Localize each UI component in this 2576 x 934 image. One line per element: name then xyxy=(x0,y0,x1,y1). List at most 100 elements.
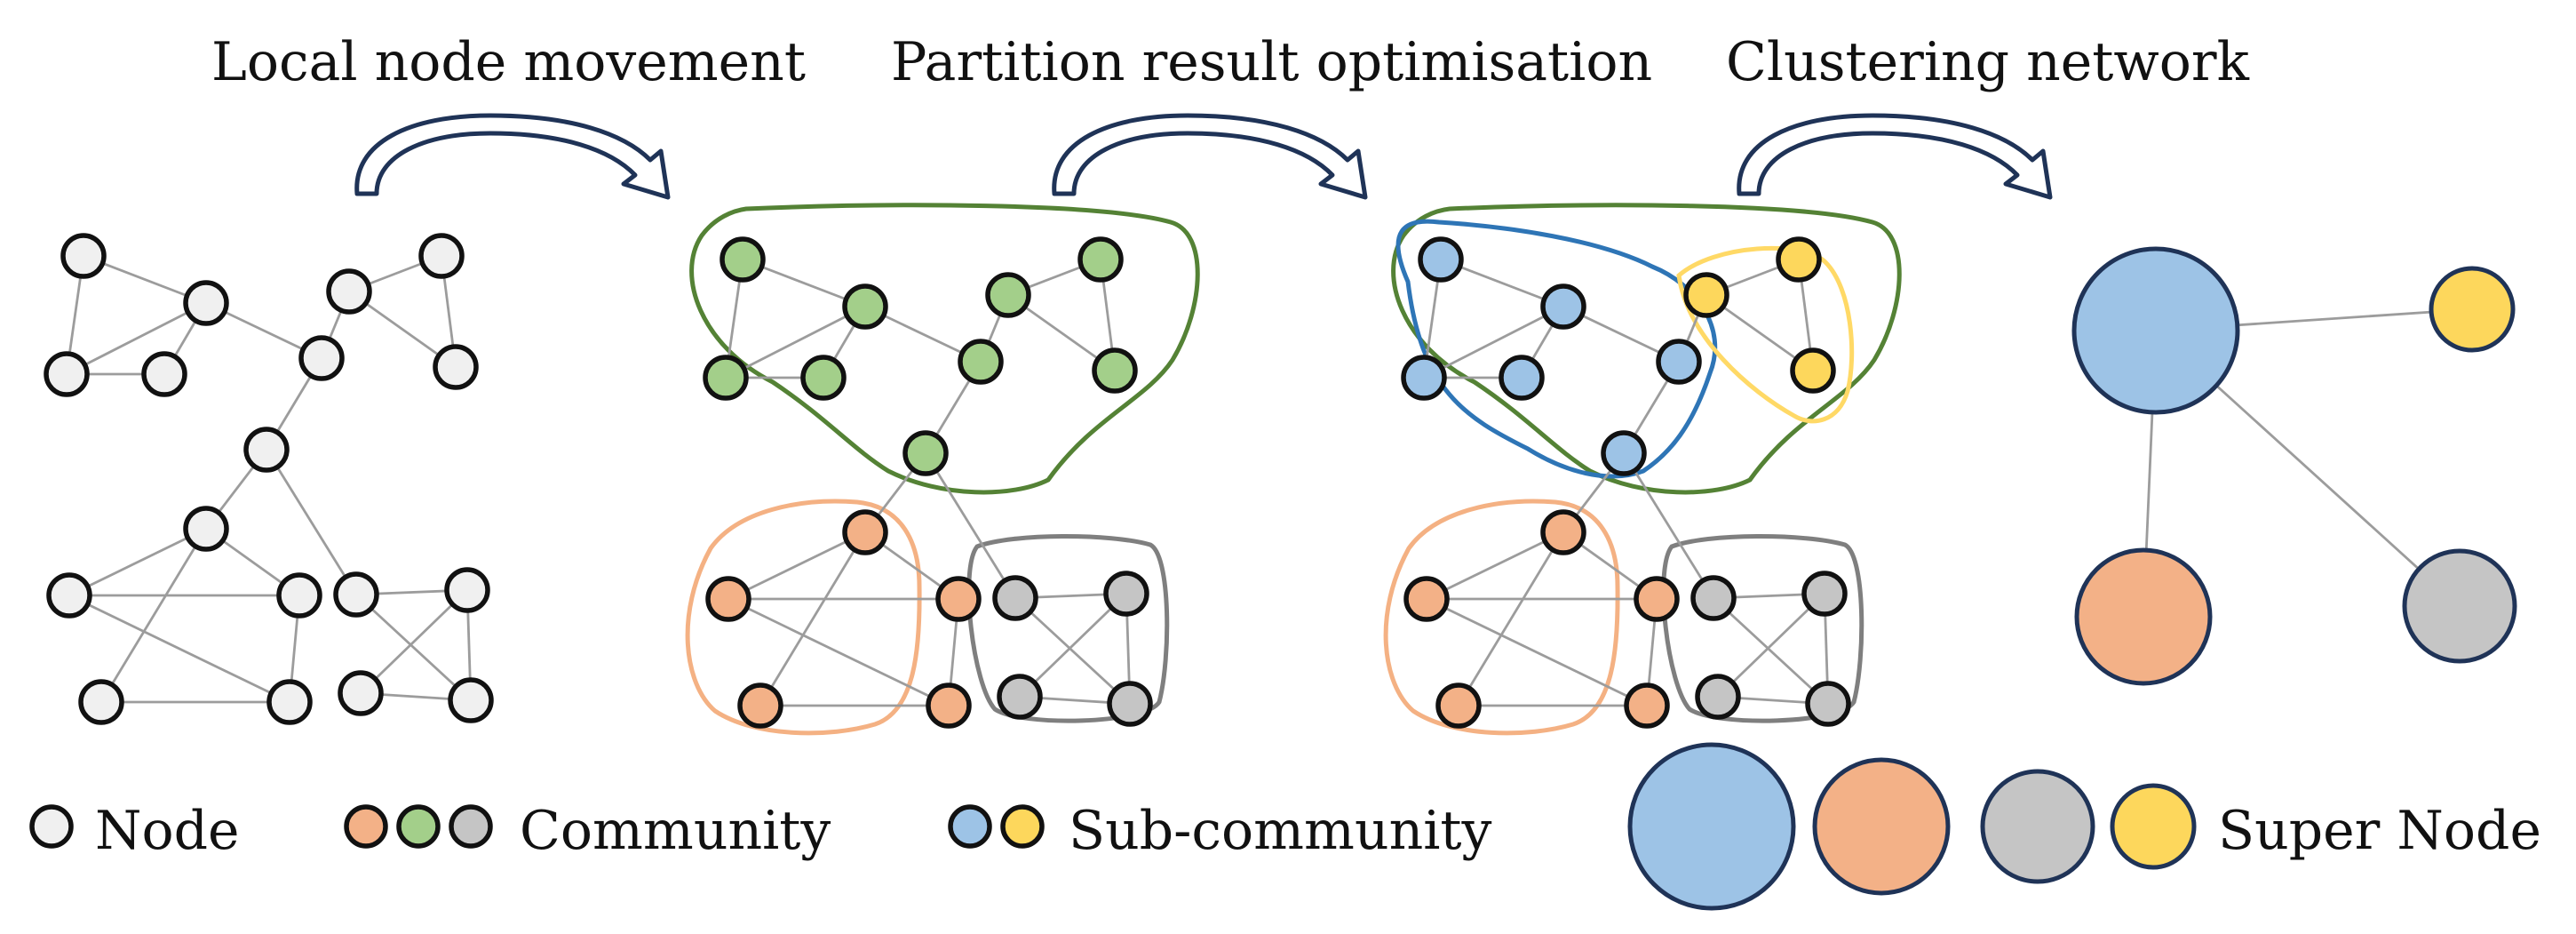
panel-sub-communities xyxy=(1383,203,1902,736)
original-node xyxy=(298,335,345,381)
sub-community-edge xyxy=(1622,452,1715,599)
community-outline-gray xyxy=(966,533,1170,723)
transition-arrows xyxy=(354,113,2053,200)
curved-arrow-icon xyxy=(1737,113,2053,200)
sub-community-node xyxy=(1403,576,1450,622)
original-node xyxy=(46,572,92,619)
legend-community-marks xyxy=(344,804,493,849)
sub-community-node xyxy=(1776,236,1822,283)
original-edge xyxy=(66,301,207,376)
community-node xyxy=(1092,347,1138,394)
super-node-gray xyxy=(2402,548,2517,664)
legend-community-swatch-green xyxy=(396,804,441,849)
sub-community-node xyxy=(1418,236,1464,283)
stage-title-clustering-network: Clustering network xyxy=(1726,31,2250,93)
curved-arrow-icon xyxy=(354,113,671,200)
super-node-orange xyxy=(2074,547,2213,686)
original-nodes xyxy=(44,233,494,725)
sub-community-node xyxy=(1690,575,1737,621)
original-node xyxy=(183,506,229,552)
sub-community-node xyxy=(1683,272,1729,318)
legend-community-swatch-gray xyxy=(449,804,493,849)
sub-community-node xyxy=(1656,339,1702,385)
legend: Node Community Sub-community Super Node xyxy=(29,742,2541,911)
panel-communities xyxy=(685,203,1200,736)
curved-arrow-icon xyxy=(1052,113,1368,200)
legend-node-marks xyxy=(29,804,74,849)
community-edges xyxy=(724,258,1132,707)
sub-community-node xyxy=(1634,576,1680,622)
community-node xyxy=(705,576,751,622)
original-node xyxy=(141,351,187,397)
legend-label-community: Community xyxy=(520,800,831,862)
legend-node-swatch xyxy=(29,804,74,849)
original-node xyxy=(44,351,90,397)
original-edges xyxy=(65,254,473,704)
legend-sub-community-swatch-yellow xyxy=(1000,804,1045,849)
community-edge xyxy=(1019,592,1127,699)
sub-community-node xyxy=(1540,509,1586,555)
community-node xyxy=(992,575,1038,621)
original-node xyxy=(183,280,229,326)
panel-original-network xyxy=(44,233,494,725)
community-node xyxy=(703,355,749,401)
original-node xyxy=(78,679,124,725)
legend-super-node-swatch-blue xyxy=(1627,742,1796,911)
stage-title-local-node-movement: Local node movement xyxy=(211,31,806,93)
community-node xyxy=(902,430,949,476)
original-node xyxy=(433,344,479,390)
original-node xyxy=(418,233,465,279)
community-node xyxy=(720,236,766,283)
sub-community-node xyxy=(1601,430,1647,476)
community-node xyxy=(997,674,1043,720)
community-node xyxy=(985,272,1031,318)
community-edge xyxy=(924,452,1017,599)
community-node xyxy=(958,339,1004,385)
super-node-yellow xyxy=(2429,266,2516,353)
original-node xyxy=(338,670,384,716)
legend-label-super-node: Super Node xyxy=(2218,800,2541,862)
sub-community-node xyxy=(1801,571,1848,617)
legend-label-node: Node xyxy=(95,800,240,862)
community-node xyxy=(842,509,888,555)
original-node xyxy=(266,679,313,725)
original-edge xyxy=(360,588,468,695)
original-node xyxy=(60,233,107,279)
original-node xyxy=(243,427,290,473)
sub-community-edge xyxy=(1457,531,1565,706)
community-node xyxy=(926,683,972,729)
sub-community-nodes xyxy=(1401,236,1851,729)
original-node xyxy=(448,677,494,723)
original-node xyxy=(444,567,490,613)
community-node xyxy=(1103,571,1149,617)
original-edge xyxy=(355,593,472,702)
sub-community-edge xyxy=(1713,596,1829,706)
sub-community-node xyxy=(1624,683,1670,729)
community-node xyxy=(842,283,888,330)
sub-community-edge xyxy=(1423,305,1564,379)
sub-community-node xyxy=(1540,283,1586,330)
original-edge xyxy=(68,527,207,597)
community-node xyxy=(1107,681,1153,727)
stage-title-partition-optimisation: Partition result optimisation xyxy=(891,31,1652,93)
community-edge xyxy=(727,597,950,707)
sub-community-edge xyxy=(1426,531,1564,601)
original-node xyxy=(333,571,379,618)
community-edge xyxy=(727,531,866,601)
sub-community-edge xyxy=(1426,597,1648,707)
legend-super-node-swatch-orange xyxy=(1812,757,1951,896)
community-nodes xyxy=(703,236,1153,729)
community-edge xyxy=(725,305,866,379)
legend-super-node-marks xyxy=(1627,742,2197,911)
community-edge xyxy=(759,531,867,706)
community-node xyxy=(800,355,847,401)
legend-super-node-swatch-gray xyxy=(1980,769,2095,884)
community-node xyxy=(935,576,982,622)
sub-community-node xyxy=(1805,681,1851,727)
community-node xyxy=(1077,236,1124,283)
legend-sub-community-marks xyxy=(948,804,1045,849)
sub-community-node xyxy=(1435,683,1482,729)
original-edge xyxy=(265,449,358,595)
community-outline-green xyxy=(689,203,1200,495)
